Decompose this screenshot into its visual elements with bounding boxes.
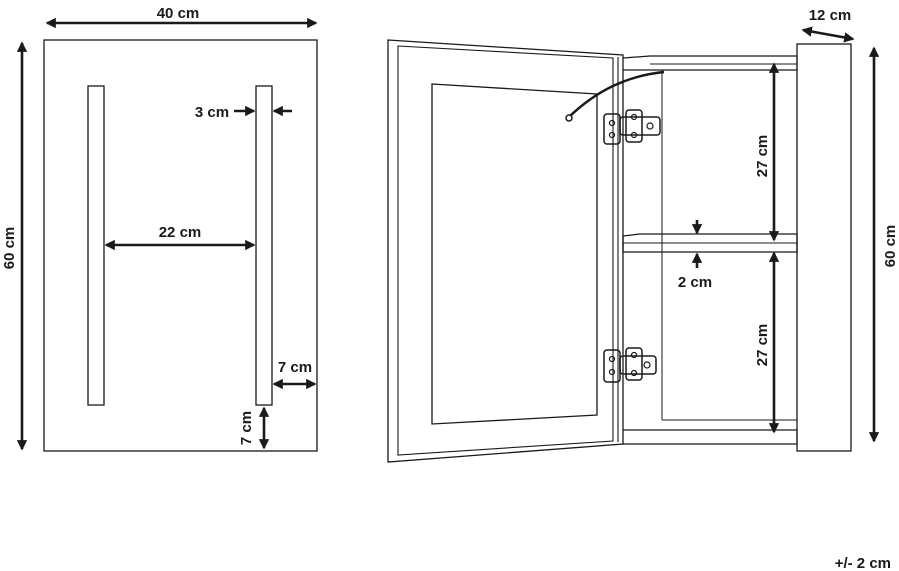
upper-hinge-icon bbox=[603, 109, 661, 145]
cabinet-top-panel bbox=[622, 55, 798, 71]
strip-gap-label: 22 cm bbox=[159, 224, 202, 241]
bottom-offset-label: 7 cm bbox=[238, 411, 255, 445]
side-offset-label: 7 cm bbox=[278, 359, 312, 376]
open-view: 12 cm 60 cm 27 cm 27 cm 2 cm bbox=[387, 7, 899, 463]
shelf-thickness-label: 2 cm bbox=[678, 274, 712, 291]
width-label: 40 cm bbox=[157, 5, 200, 22]
door-frame bbox=[387, 39, 624, 463]
door-mirror bbox=[431, 83, 598, 425]
right-led-strip bbox=[255, 85, 273, 406]
tolerance-note: +/- 2 cm bbox=[835, 555, 891, 571]
cabinet-side-panel bbox=[796, 43, 852, 452]
depth-label: 12 cm bbox=[809, 7, 852, 24]
cable-connector bbox=[565, 114, 573, 122]
door-inner-frame bbox=[397, 45, 614, 456]
cabinet-bottom-panel bbox=[623, 429, 798, 445]
front-view: 40 cm 60 cm 3 cm 22 cm 7 cm 7 cm bbox=[1, 5, 318, 452]
open-height-label: 60 cm bbox=[882, 225, 899, 268]
depth-dimension-arrow bbox=[801, 26, 855, 43]
lower-compartment-label: 27 cm bbox=[754, 324, 771, 367]
strip-width-label: 3 cm bbox=[195, 104, 229, 121]
upper-compartment-label: 27 cm bbox=[754, 135, 771, 178]
power-cable bbox=[568, 70, 665, 118]
left-led-strip bbox=[87, 85, 105, 406]
lower-hinge-icon bbox=[603, 347, 657, 383]
front-height-label: 60 cm bbox=[1, 227, 18, 270]
mirror-panel-outline bbox=[43, 39, 318, 452]
